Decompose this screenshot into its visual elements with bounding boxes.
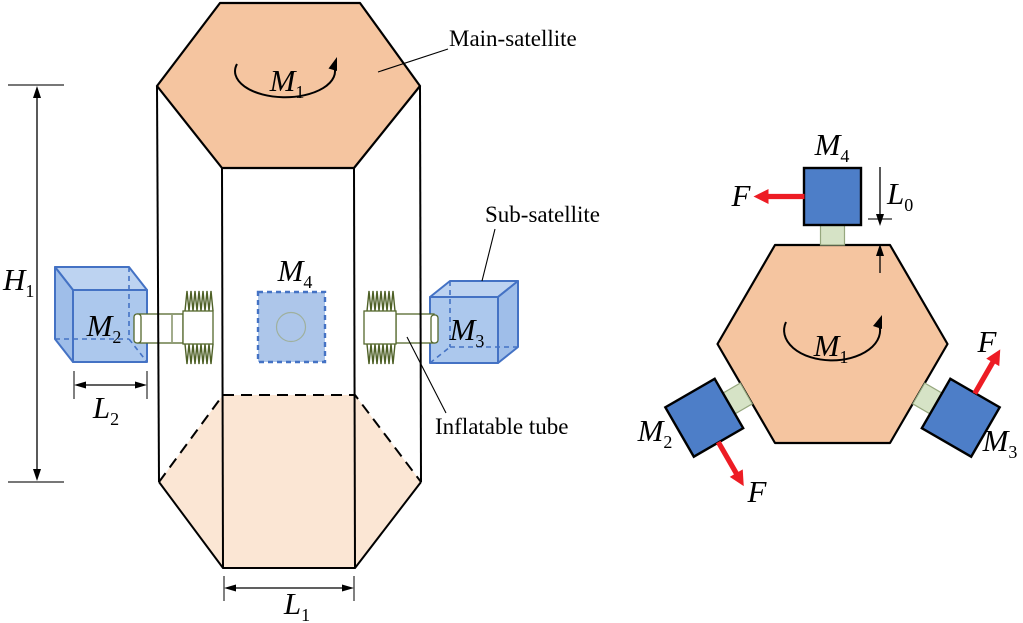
dimension-l1: L1 (223, 576, 355, 623)
inflatable-tube-label: Inflatable tube (435, 414, 568, 439)
main-satellite-bottom-face (158, 394, 422, 569)
m2-cube-hidden-edges (55, 267, 148, 363)
sub-satellite-m3-cube: M3 (429, 280, 519, 364)
label-m2-side: M2 (86, 308, 122, 347)
label-l0: L0 (886, 176, 913, 215)
inflatable-tube-left (133, 290, 214, 365)
force-label-m4: F (731, 178, 752, 213)
label-m3-side: M3 (449, 312, 485, 351)
force-arrowhead-icon (753, 189, 769, 204)
dimension-h1: H1 (2, 84, 64, 483)
rotation-arrowhead-icon (328, 57, 337, 71)
prism-edge-inner-left (221, 167, 224, 569)
side-view: M1 M4 M2 M3 (2, 1, 600, 623)
prism-edge-outer-right (419, 85, 422, 483)
dim-arrow-right-icon (135, 381, 147, 389)
leader-line-main-satellite (377, 48, 449, 73)
bottom-face-visible-edges (158, 481, 422, 569)
rotation-arrow (783, 321, 882, 362)
force-arrow (972, 359, 997, 395)
dim-arrow-right-icon (342, 584, 354, 592)
tube-sleeve (363, 310, 397, 345)
force-arrow (715, 440, 740, 477)
tube-connector (819, 223, 846, 246)
label-m1-top: M1 (813, 328, 849, 367)
dim-arrow-down-icon (33, 469, 41, 481)
force-arrowhead-icon (986, 349, 1001, 367)
payload-m4-hole (275, 311, 307, 343)
dim-arrow-down-icon (876, 214, 884, 226)
main-satellite-top-view (716, 243, 949, 445)
force-label-m2: F (747, 474, 768, 509)
main-satellite-label: Main-satellite (449, 26, 577, 51)
tube-sleeve (182, 310, 214, 345)
prism-edge-outer-left (156, 85, 160, 483)
prism-edge-inner-right (353, 167, 356, 569)
rotation-arrowhead-icon (873, 315, 882, 329)
payload-m4-plate (256, 290, 327, 364)
tube-body (395, 313, 435, 344)
label-h1: H1 (2, 262, 34, 301)
rotation-arrow (234, 63, 336, 99)
dim-arrow-left-icon (74, 381, 86, 389)
sub-satellite-m3-assembly (911, 349, 1002, 459)
spring-coil-bottom (366, 343, 396, 365)
label-m1-side: M1 (269, 63, 305, 102)
tube-end-cap (133, 313, 142, 344)
label-m4-side: M4 (277, 253, 313, 292)
spring-coil-bottom (184, 343, 214, 365)
sub-satellite-square-m4 (802, 166, 863, 227)
sub-satellite-label: Sub-satellite (485, 202, 600, 227)
dimension-l2: L2 (73, 371, 148, 429)
dim-arrow-up-icon (876, 244, 884, 256)
leader-line-sub-satellite (481, 228, 496, 282)
label-m4-top: M4 (814, 127, 850, 166)
sub-satellite-m2-cube: M2 (54, 266, 148, 363)
tube-end-cap (430, 314, 439, 344)
force-label-m3: F (977, 324, 998, 359)
bottom-face-hidden-edges (158, 394, 422, 483)
label-l2: L2 (92, 390, 119, 429)
sub-satellite-m4-assembly (753, 166, 863, 246)
bottom-face-fill (159, 395, 421, 568)
dimension-l0: L0 (868, 167, 913, 273)
label-l1: L1 (283, 586, 310, 623)
spring-coil-top (184, 290, 214, 312)
dim-arrow-left-icon (224, 584, 236, 592)
label-m3-top: M3 (982, 423, 1018, 462)
inflatable-tube-right (363, 290, 439, 365)
spring-coil-top (366, 290, 396, 312)
tube-body (137, 313, 184, 344)
dim-arrow-up-icon (33, 86, 41, 98)
m3-cube-hidden-edges (429, 281, 518, 364)
force-arrowhead-icon (729, 469, 744, 487)
leader-line-inflatable-tube (406, 336, 447, 414)
top-view: M1 L0 (637, 127, 1018, 509)
sub-satellite-m2-assembly (663, 377, 754, 487)
label-m2-top: M2 (637, 413, 673, 452)
